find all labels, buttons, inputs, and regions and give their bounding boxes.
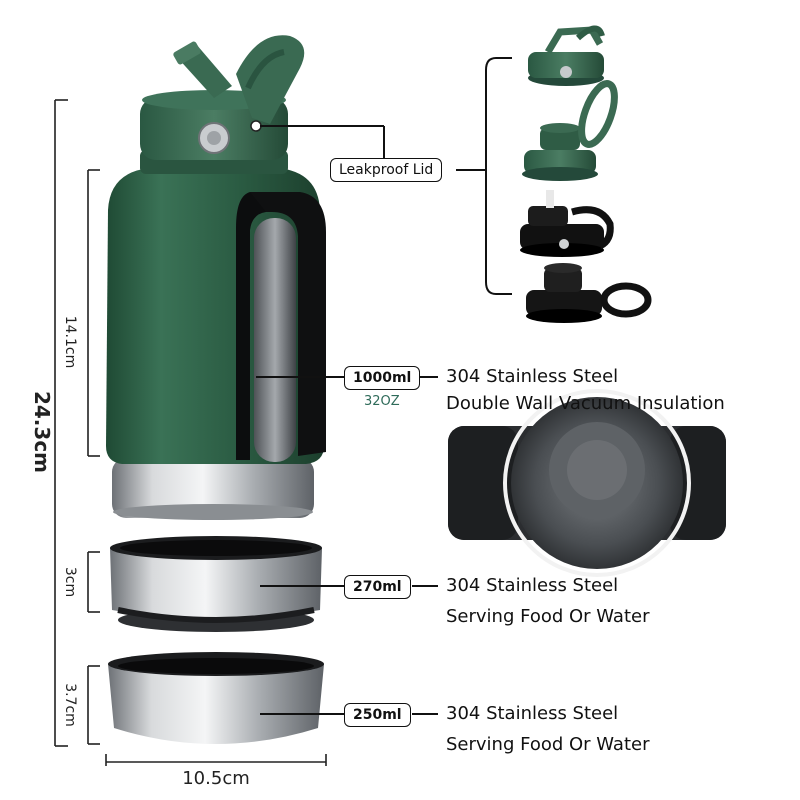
dimension-bowl-2-height: 3.7cm <box>62 683 78 727</box>
bowl-1-capacity-badge: 270ml <box>344 575 411 599</box>
bottle-feature-line-2: Double Wall Vacuum Insulation <box>446 393 725 414</box>
dimension-total-height: 24.3cm <box>30 390 54 474</box>
bottle-capacity-badge: 1000ml <box>344 366 421 390</box>
bottle-feature-line-1: 304 Stainless Steel <box>446 366 619 387</box>
connector-lines <box>256 57 512 715</box>
bottom-closeup <box>448 389 726 577</box>
lid-variant-4 <box>526 263 652 323</box>
dimension-bowl-1-height: 3cm <box>62 566 78 598</box>
bowl-1-feature-line-1: 304 Stainless Steel <box>446 575 619 596</box>
lid-variant-1 <box>528 25 605 86</box>
bottle-capacity-oz: 32OZ <box>364 394 400 409</box>
dimension-lines <box>54 99 327 766</box>
lid-label: Leakproof Lid <box>330 158 443 182</box>
bowl-1 <box>110 536 322 632</box>
bowl-2-feature-line-1: 304 Stainless Steel <box>446 703 619 724</box>
lid-variant-2 <box>522 80 618 181</box>
dimension-bottle-height: 14.1cm <box>62 315 78 369</box>
bowl-2 <box>108 652 324 744</box>
bottle <box>106 35 326 520</box>
lid-variant-3 <box>520 190 614 257</box>
dimension-width: 10.5cm <box>182 768 250 789</box>
bowl-2-feature-line-2: Serving Food Or Water <box>446 734 650 755</box>
bowl-2-capacity-badge: 250ml <box>344 703 411 727</box>
bowl-1-feature-line-2: Serving Food Or Water <box>446 606 650 627</box>
